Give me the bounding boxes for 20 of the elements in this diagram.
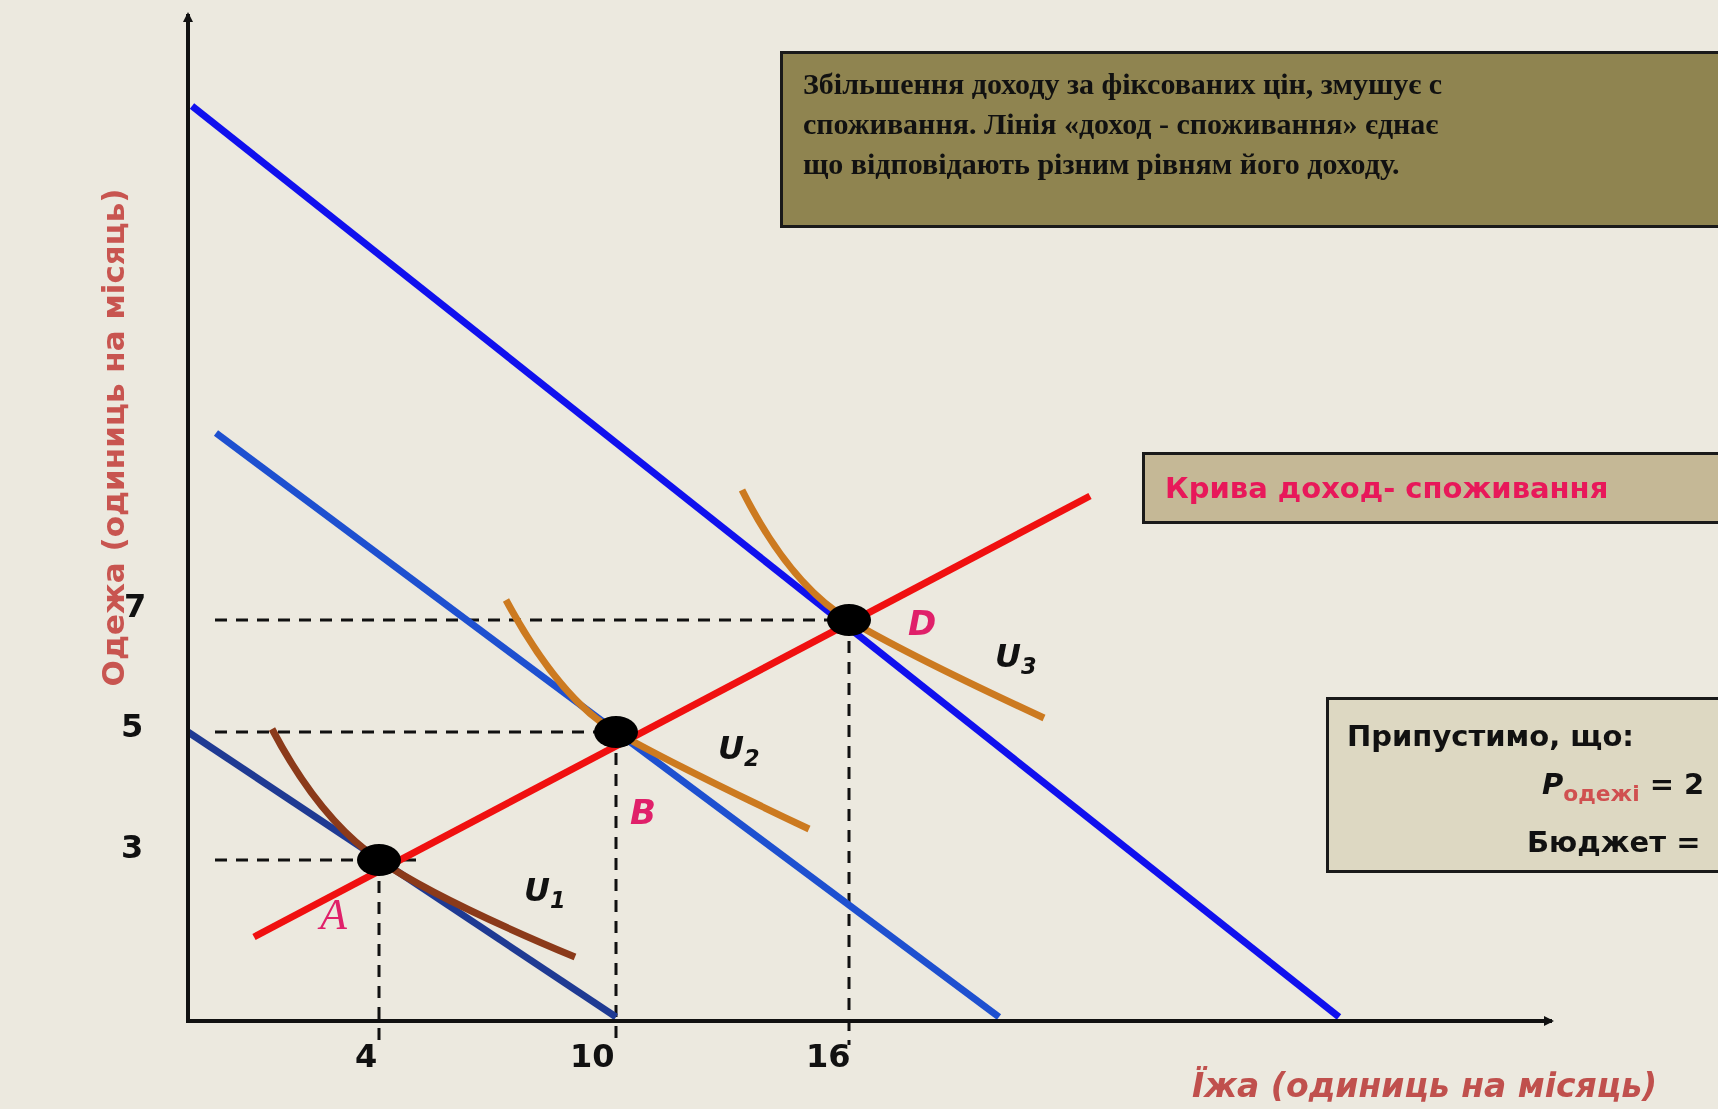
box-text: що відповідають різним рівням його доходу. <box>803 146 1400 182</box>
point-label: D <box>908 606 937 640</box>
text-box <box>780 51 1718 228</box>
box-text: Припустимо, що: <box>1347 718 1634 755</box>
box-text: Збільшення доходу за фіксованих цін, змушує с <box>803 66 1442 102</box>
box-text: Крива доход- споживання <box>1165 471 1609 505</box>
tick-label: 3 <box>121 831 144 863</box>
box-text: споживання. Лінія «доход - споживання» єднає <box>803 106 1439 142</box>
tick-label: 10 <box>570 1040 615 1072</box>
tick-label: 5 <box>121 710 144 742</box>
text-box <box>1142 452 1718 524</box>
curve-label: U$_{2}$ <box>718 732 760 770</box>
text-box <box>1326 697 1718 873</box>
curve-label: U$_{3}$ <box>995 640 1037 678</box>
curve-label: U$_{1}$ <box>524 874 566 912</box>
box-text: P$_{одежі}$ = 2 <box>1542 766 1705 808</box>
tick-label: 16 <box>806 1040 851 1072</box>
tick-label: 4 <box>355 1040 378 1072</box>
point-label: B <box>630 795 656 829</box>
box-text: Бюджет = <box>1527 823 1701 861</box>
